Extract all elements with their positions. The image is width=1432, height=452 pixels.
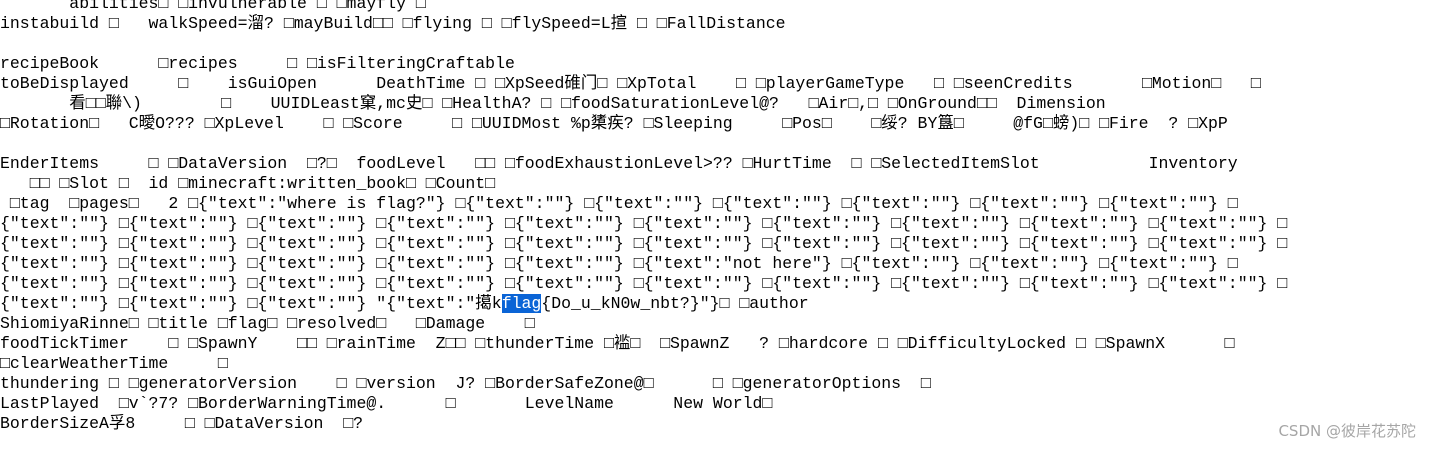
dump-line: ShiomiyaRinne□ □title □flag□ □resolved□ … — [0, 314, 535, 333]
dump-line: toBeDisplayed □ isGuiOpen DeathTime □ □X… — [0, 74, 1261, 93]
dump-line-flag: {"text":""} □{"text":""} □{"text":""} "{… — [0, 294, 1432, 314]
dump-line: {"text":""} □{"text":""} □{"text":""} □{… — [0, 234, 1288, 253]
dump-line: {"text":""} □{"text":""} □{"text":""} □{… — [0, 214, 1288, 233]
dump-line: □tag □pages□ 2 □{"text":"where is flag?"… — [0, 194, 1238, 213]
dump-line: BorderSizeA孚8 □ □DataVersion □? — [0, 414, 364, 433]
dump-line: 看□□聯\) □ UUIDLeast窠,mc史□ □HealthA? □ □fo… — [0, 94, 1106, 113]
dump-line: recipeBook □recipes □ □isFilteringCrafta… — [0, 54, 515, 73]
csdn-watermark: CSDN @彼岸花苏陀 — [1278, 422, 1416, 440]
dump-line: abilities□ □invulnerable □ □mayfly □ — [0, 0, 426, 13]
dump-line — [0, 34, 1432, 54]
flag-suffix-text: {Do_u_kN0w_nbt?}"}□ □author — [541, 294, 809, 313]
dump-line — [0, 134, 1432, 154]
selected-flag-text[interactable]: flag — [501, 294, 542, 313]
dump-line: foodTickTimer □ □SpawnY □□ □rainTime Z□□… — [0, 334, 1235, 353]
dump-line: □Rotation□ C曖O??? □XpLevel □ □Score □ □U… — [0, 114, 1228, 133]
dump-line: {"text":""} □{"text":""} □{"text":""} □{… — [0, 274, 1288, 293]
dump-line: □clearWeatherTime □ — [0, 354, 228, 373]
dump-line: {"text":""} □{"text":""} □{"text":""} □{… — [0, 254, 1238, 273]
dump-line: EnderItems □ □DataVersion □?□ foodLevel … — [0, 154, 1238, 173]
dump-line: thundering □ □generatorVersion □ □versio… — [0, 374, 931, 393]
dump-line: □□ □Slot □ id □minecraft:written_book□ □… — [0, 174, 496, 193]
dump-line: LastPlayed □v`?7? □BorderWarningTime@. □… — [0, 394, 773, 413]
flag-prefix-text: {"text":""} □{"text":""} □{"text":""} "{… — [0, 294, 502, 313]
dump-line: instabuild □ walkSpeed=溜? □mayBuild□□ □f… — [0, 14, 786, 33]
